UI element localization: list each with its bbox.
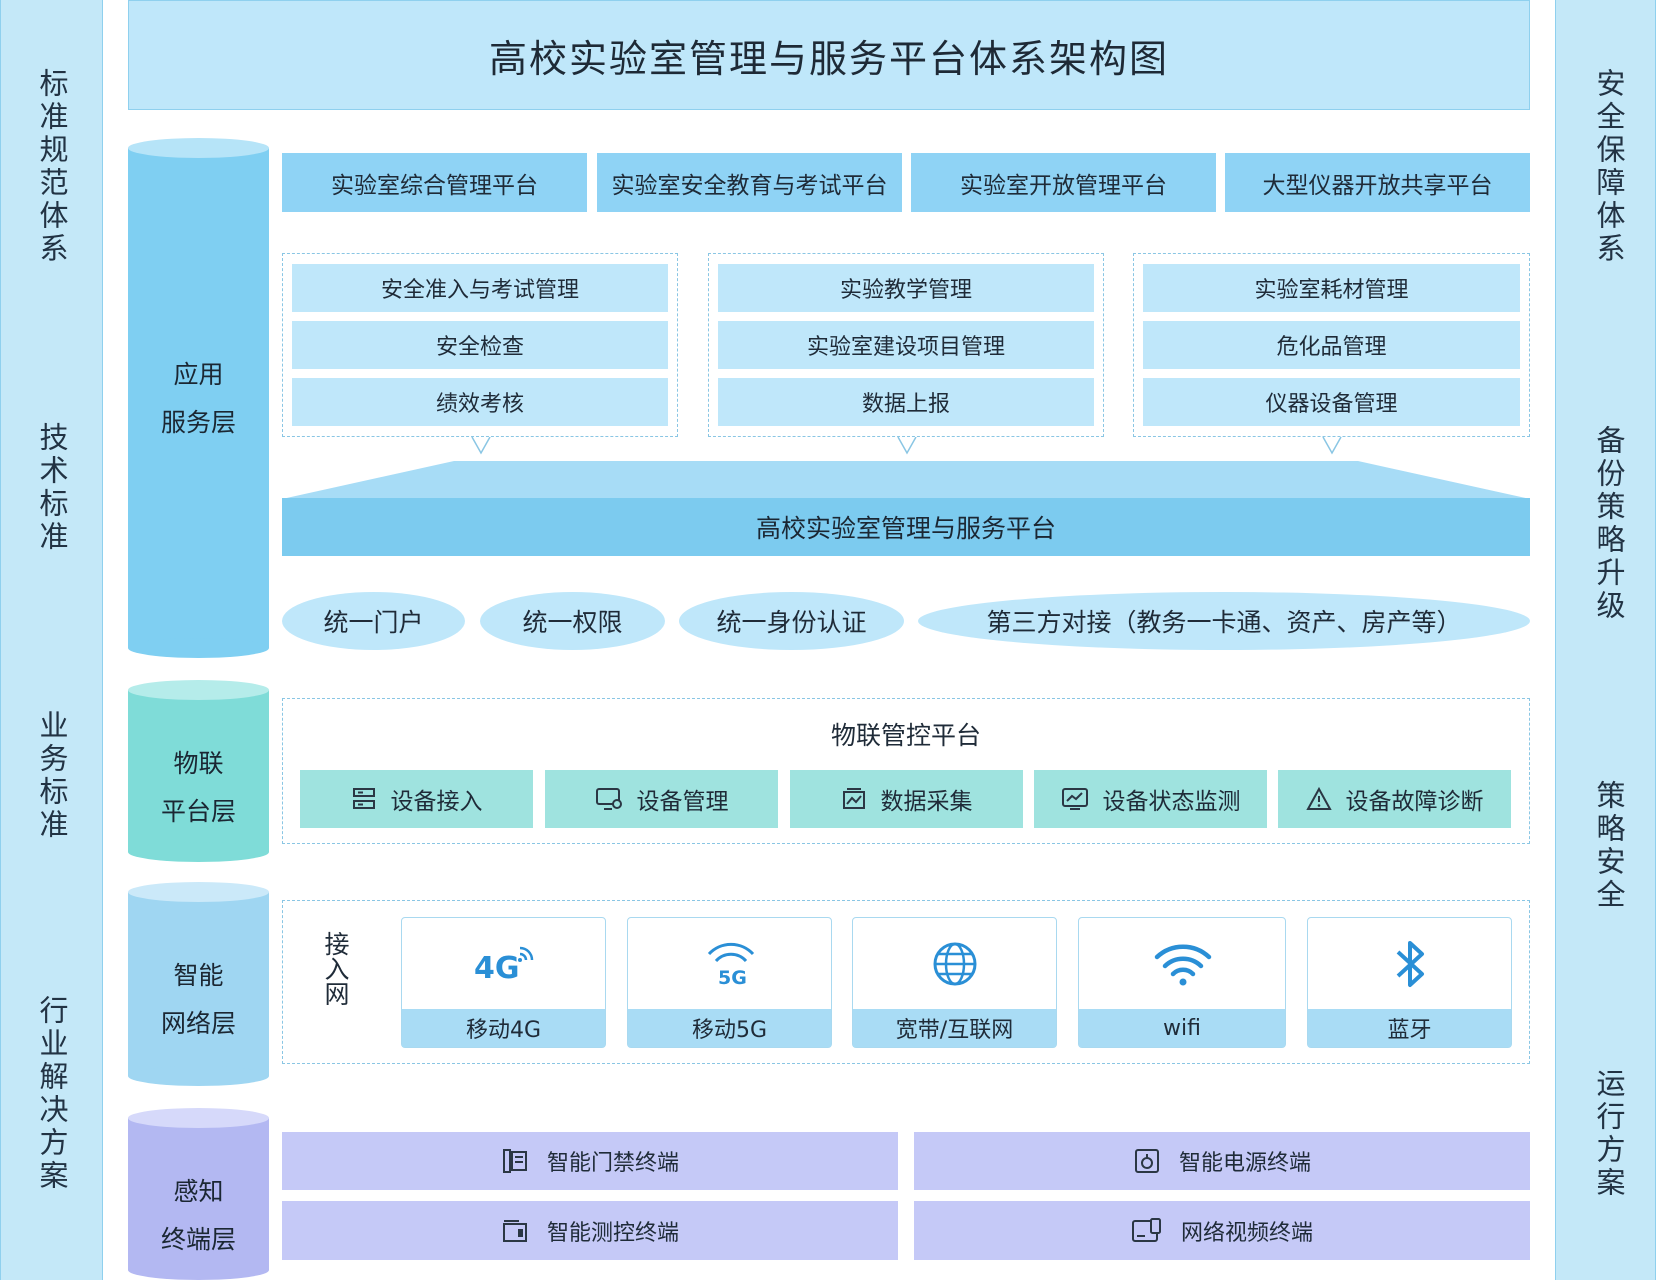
iot-platform-box: [282, 698, 1530, 844]
terminal-door-access: 智能门禁终端: [282, 1132, 898, 1190]
network-card-label: wifi: [1079, 1009, 1285, 1047]
module-item: 安全准入与考试管理: [292, 264, 668, 312]
network-card-label: 移动4G: [402, 1009, 605, 1047]
module-item: 实验室耗材管理: [1143, 264, 1520, 312]
5g-icon: 5G: [707, 942, 755, 988]
module-item: 实验教学管理: [718, 264, 1094, 312]
pill-third-party: 第三方对接（教务一卡通、资产、房产等）: [918, 592, 1530, 650]
left-side-label-2: 技术标准: [35, 422, 69, 554]
network-box: [282, 900, 1530, 1064]
door-access-icon: [502, 1149, 527, 1173]
module-item: 绩效考核: [292, 378, 668, 426]
right-side-column: [1555, 0, 1656, 1280]
left-side-label-1: 标准规范体系: [35, 68, 69, 266]
platform-2: 实验室安全教育与考试平台: [597, 153, 902, 212]
left-side-label-3: 业务标准: [35, 710, 69, 842]
platform-4: 大型仪器开放共享平台: [1225, 153, 1530, 212]
network-layer-shape: [128, 882, 269, 1086]
iot-platform-title: 物联管控平台: [830, 721, 981, 750]
module-group-2: [708, 253, 1104, 437]
power-icon: [1134, 1149, 1159, 1173]
app-layer-cylinder: 应用 服务层: [128, 138, 269, 658]
bluetooth-icon: [1396, 941, 1424, 987]
monitor-icon: [1061, 788, 1088, 810]
right-side-label-1: 安全保障体系: [1592, 68, 1626, 266]
iot-item-label: 设备管理: [636, 789, 729, 815]
device-manage-icon: [595, 788, 622, 810]
terminal-label: 网络视频终端: [1180, 1220, 1313, 1246]
right-side-label-4: 运行方案: [1592, 1068, 1626, 1200]
5g-glyph: 5G: [718, 967, 747, 988]
module-item: 仪器设备管理: [1143, 378, 1520, 426]
core-platform-band: 高校实验室管理与服务平台: [282, 498, 1530, 556]
app-layer-label-1: 应用: [173, 360, 224, 389]
terminal-layer-label-1: 感知: [173, 1177, 224, 1206]
terminal-label: 智能测控终端: [546, 1220, 679, 1246]
module-item: 安全检查: [292, 321, 668, 369]
right-side-label-3: 策略安全: [1592, 780, 1626, 912]
network-layer-label-1: 智能: [173, 961, 224, 990]
access-network-label: 接入网: [321, 931, 350, 1006]
device-access-icon: [352, 788, 375, 809]
module-item: 数据上报: [718, 378, 1094, 426]
iot-layer-shape: [128, 680, 269, 862]
terminal-video: 网络视频终端: [914, 1201, 1530, 1260]
page-title: 高校实验室管理与服务平台体系架构图: [128, 0, 1530, 110]
iot-item-data-collect: 数据采集: [790, 770, 1023, 828]
core-platform-trapezoid: [282, 437, 1530, 499]
iot-layer-label-1: 物联: [173, 749, 224, 778]
globe-icon: [933, 942, 977, 986]
terminal-label: 智能电源终端: [1178, 1151, 1311, 1176]
app-layer-shape: [128, 138, 269, 658]
network-card-label: 蓝牙: [1308, 1009, 1511, 1047]
iot-item-device-access: 设备接入: [300, 770, 533, 828]
4g-glyph: 4G: [474, 951, 520, 984]
iot-item-device-manage: 设备管理: [545, 770, 778, 828]
wifi-icon: [1154, 944, 1212, 986]
iot-item-fault-diagnosis: 设备故障诊断: [1278, 770, 1511, 828]
network-card-5g: 5G 移动5G: [627, 917, 832, 1048]
platform-1: 实验室综合管理平台: [282, 153, 587, 212]
iot-item-status-monitor: 设备状态监测: [1034, 770, 1267, 828]
network-card-label: 移动5G: [628, 1009, 831, 1047]
platform-3: 实验室开放管理平台: [911, 153, 1216, 212]
4g-icon: 4G: [474, 946, 534, 984]
iot-layer-cylinder: 物联 平台层: [128, 680, 269, 862]
terminal-layer-label-2: 终端层: [160, 1225, 236, 1254]
network-card-label: 宽带/互联网: [853, 1009, 1056, 1047]
iot-item-label: 设备故障诊断: [1345, 789, 1484, 815]
video-icon: [1131, 1217, 1161, 1242]
right-side-label-2: 备份策略升级: [1592, 425, 1626, 623]
left-side-label-4: 行业解决方案: [35, 995, 69, 1193]
network-card-bluetooth: 蓝牙: [1307, 917, 1512, 1048]
module-item: 危化品管理: [1143, 321, 1520, 369]
network-card-broadband: 宽带/互联网: [852, 917, 1057, 1048]
measure-icon: [502, 1219, 527, 1242]
pill-unified-identity: 统一身份认证: [679, 592, 904, 650]
module-group-3: [1133, 253, 1530, 437]
pill-unified-portal: 统一门户: [282, 592, 465, 650]
module-group-1: [282, 253, 678, 437]
iot-layer-label-2: 平台层: [160, 797, 236, 826]
terminal-power: 智能电源终端: [914, 1132, 1530, 1190]
iot-item-label: 设备接入: [390, 789, 483, 815]
pill-unified-permission: 统一权限: [480, 592, 665, 650]
network-layer-cylinder: 智能 网络层: [128, 882, 269, 1086]
app-layer-label-2: 服务层: [160, 408, 236, 437]
iot-item-label: 设备状态监测: [1102, 789, 1241, 815]
data-collect-icon: [842, 788, 865, 809]
left-side-column: [0, 0, 103, 1280]
network-card-wifi: wifi: [1078, 917, 1286, 1048]
warning-icon: [1305, 786, 1332, 810]
terminal-layer-cylinder: 感知 终端层: [128, 1108, 269, 1280]
terminal-layer-shape: [128, 1108, 269, 1280]
terminal-measure: 智能测控终端: [282, 1201, 898, 1260]
iot-item-label: 数据采集: [880, 789, 973, 815]
network-layer-label-2: 网络层: [160, 1009, 236, 1038]
network-card-4g: 4G 移动4G: [401, 917, 606, 1048]
module-item: 实验室建设项目管理: [718, 321, 1094, 369]
terminal-label: 智能门禁终端: [546, 1151, 679, 1176]
